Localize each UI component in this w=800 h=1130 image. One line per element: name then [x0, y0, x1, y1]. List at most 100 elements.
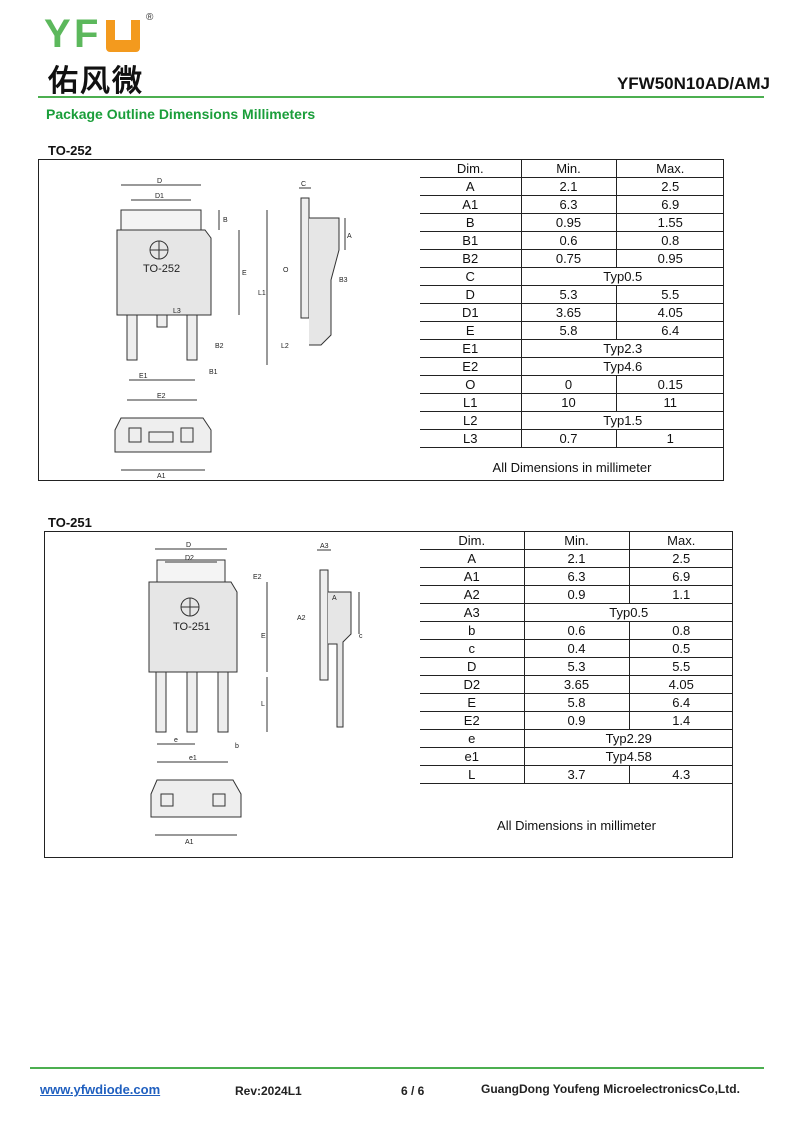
to252-label-E1: E1 [139, 373, 148, 380]
min-cell: 0.75 [520, 249, 617, 268]
column-header: Dim. [420, 532, 525, 550]
min-cell: 3.65 [523, 675, 630, 694]
max-cell: 1 [615, 429, 724, 448]
column-header: Max. [615, 160, 724, 178]
column-header: Dim. [420, 160, 522, 178]
table-note: All Dimensions in millimeter [420, 447, 724, 486]
footer-rule [30, 1067, 764, 1069]
dim-cell: A3 [420, 603, 525, 622]
to251-label-c: c [359, 633, 363, 640]
footer-company-name: GuangDong Youfeng MicroelectronicsCo,Ltd… [481, 1082, 740, 1096]
dim-cell: D [420, 285, 522, 304]
typ-cell: Typ2.29 [523, 729, 733, 748]
dim-cell: e1 [420, 747, 525, 766]
typ-cell: Typ1.5 [520, 411, 724, 430]
max-cell: 6.4 [628, 693, 733, 712]
to251-label-A3: A3 [320, 543, 329, 550]
footer-revision: Rev:2024L1 [235, 1084, 302, 1098]
to252-label-B: B [223, 217, 228, 224]
to251-label-L: L [261, 701, 265, 708]
to252-label-B2: B2 [215, 343, 224, 350]
dim-cell: L3 [420, 429, 522, 448]
dim-cell: O [420, 375, 522, 394]
typ-cell: Typ4.58 [523, 747, 733, 766]
min-cell: 0.6 [523, 621, 630, 640]
max-cell: 4.05 [615, 303, 724, 322]
dim-cell: e [420, 729, 525, 748]
footer-website-link[interactable]: www.yfwdiode.com [40, 1082, 161, 1097]
to252-outline-drawing: TO-252 D D1 B E L1 L3 B2 B1 E1 E2 A1 C A… [114, 178, 352, 480]
dim-cell: b [420, 621, 525, 640]
min-cell: 5.8 [523, 693, 630, 712]
to251-label-A1: A1 [185, 839, 194, 846]
to252-label-C: C [301, 181, 306, 188]
to252-label-L3: L3 [173, 308, 181, 315]
dim-cell: A [420, 549, 525, 568]
typ-cell: Typ2.3 [520, 339, 724, 358]
max-cell: 2.5 [628, 549, 733, 568]
max-cell: 11 [615, 393, 724, 412]
table-note-row: All Dimensions in millimeter [420, 783, 733, 866]
dim-cell: B2 [420, 249, 522, 268]
column-header: Min. [523, 532, 630, 550]
table-header-row: Dim. Min. Max. [420, 160, 724, 178]
table-note-row: All Dimensions in millimeter [420, 447, 724, 486]
footer-page-number: 6 / 6 [401, 1084, 425, 1098]
dim-cell: E [420, 693, 525, 712]
dim-cell: A [420, 177, 522, 196]
to251-label-e1: e1 [189, 755, 197, 762]
min-cell: 0.9 [523, 711, 630, 730]
min-cell: 6.3 [523, 567, 630, 586]
dim-cell: A2 [420, 585, 525, 604]
to252-label-L1: L1 [258, 290, 266, 297]
logo-letter-f: F [74, 12, 99, 56]
dim-cell: D1 [420, 303, 522, 322]
max-cell: 0.95 [615, 249, 724, 268]
to251-label-b: b [235, 743, 239, 750]
to251-label-D2: D2 [185, 555, 194, 562]
min-cell: 2.1 [520, 177, 617, 196]
registered-mark: ® [146, 12, 154, 23]
min-cell: 3.65 [520, 303, 617, 322]
table-note: All Dimensions in millimeter [420, 783, 733, 866]
max-cell: 1.4 [628, 711, 733, 730]
column-header: Min. [520, 160, 617, 178]
to252-label-B1: B1 [209, 369, 218, 376]
to252-drawing-text: TO-252 [143, 263, 180, 275]
min-cell: 6.3 [520, 195, 617, 214]
max-cell: 1.1 [628, 585, 733, 604]
logo-chinese-name: 佑风微 [48, 64, 144, 99]
to252-label-E2: E2 [157, 393, 166, 400]
to252-label-A1: A1 [157, 473, 166, 480]
dim-cell: E2 [420, 711, 525, 730]
table-header-row: Dim. Min. Max. [420, 532, 733, 550]
min-cell: 0.95 [520, 213, 617, 232]
column-header: Max. [628, 532, 733, 550]
min-cell: 0.7 [520, 429, 617, 448]
to251-label-A: A [332, 595, 337, 602]
package-frame-to252: TO-252 D D1 B E L1 L3 B2 B1 E1 E2 A1 C A… [38, 159, 724, 486]
to252-label-E: E [242, 270, 247, 277]
to251-label-e: e [174, 737, 178, 744]
dim-cell: L1 [420, 393, 522, 412]
